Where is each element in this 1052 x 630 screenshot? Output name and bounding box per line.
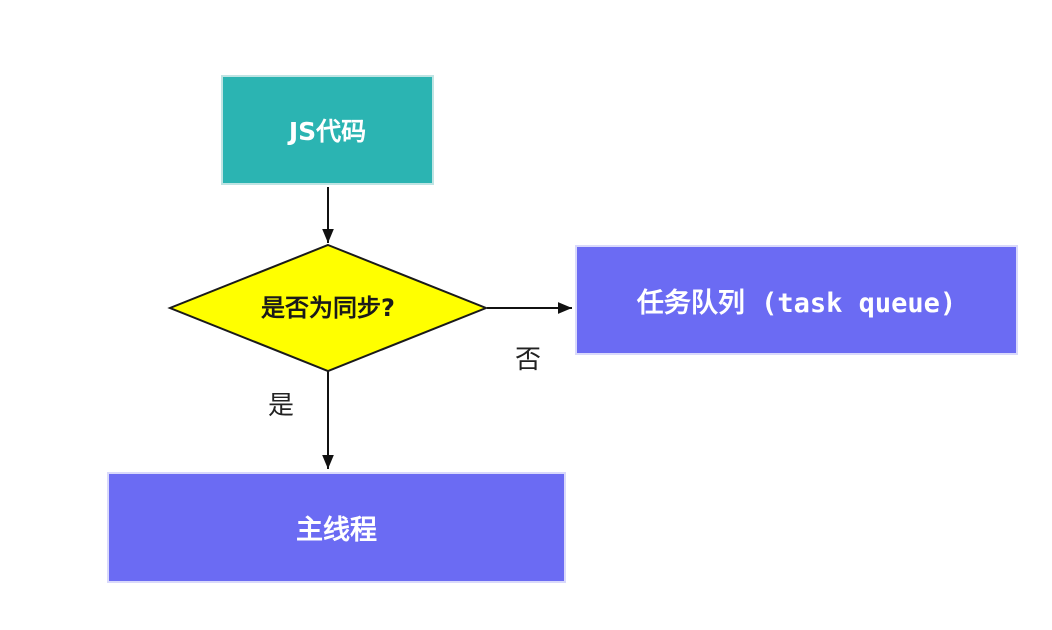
task-queue-label: 任务队列 (task queue)	[636, 287, 957, 319]
node-main-thread: 主线程	[107, 472, 566, 583]
node-js-code: JS代码	[221, 75, 434, 185]
js-code-label: JS代码	[288, 117, 367, 146]
decision-label: 是否为同步?	[261, 294, 395, 322]
node-task-queue: 任务队列 (task queue)	[575, 245, 1018, 355]
edge-label-yes: 是	[267, 391, 294, 421]
edge-label-no: 否	[514, 345, 541, 375]
main-thread-label: 主线程	[296, 515, 377, 546]
